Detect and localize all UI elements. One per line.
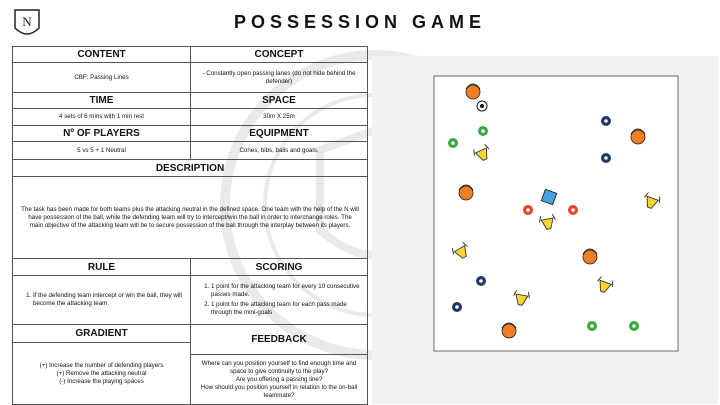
red-cone [568, 205, 578, 215]
gradient-value: (+) Increase the number of defending pla… [13, 343, 190, 404]
feedback-line: How should you position yourself in rela… [200, 383, 358, 399]
mini-goal [513, 289, 530, 306]
orange-player [630, 128, 646, 145]
description-header: DESCRIPTION [13, 160, 367, 177]
rule-value: If the defending team intercept or win t… [13, 276, 190, 324]
scoring-item: 1 point for the attacking team for each … [211, 301, 361, 317]
scoring-header: SCORING [191, 259, 367, 276]
orange-player [582, 248, 598, 265]
scoring-item: 1 point for the attacking team for every… [211, 283, 361, 299]
feedback-line: Are you offering a passing line? [235, 375, 323, 383]
orange-player [458, 184, 474, 201]
mini-goal [644, 192, 661, 209]
feedback-header: FEEDBACK [191, 325, 367, 355]
time-header: TIME [13, 93, 190, 109]
navy-player [601, 116, 611, 126]
mini-goal [539, 213, 556, 230]
red-cone [523, 205, 533, 215]
feedback-value: Where can you position yourself to find … [191, 355, 367, 404]
orange-player [501, 322, 517, 339]
content-header: CONTENT [13, 47, 190, 63]
gradient-line: (+) Increase the number of defending pla… [39, 361, 164, 369]
column-divider [190, 259, 191, 404]
divider [13, 258, 367, 259]
green-cone [478, 126, 488, 136]
column-divider [190, 47, 191, 159]
neutral-player [540, 188, 558, 206]
orange-player [465, 83, 481, 100]
space-header: SPACE [191, 93, 367, 109]
green-cone [448, 138, 458, 148]
description-value: The task has been made for both teams pl… [21, 205, 359, 229]
mini-goal [451, 241, 468, 259]
gradient-header: GRADIENT [13, 325, 190, 343]
ball-icon [476, 100, 488, 112]
mini-goal [597, 276, 614, 293]
rule-header: RULE [13, 259, 190, 276]
equipment-value: Cones, bibs, balls and goals. [239, 146, 319, 154]
players-value: 5 vs 5 + 1 Neutral [77, 146, 126, 154]
playing-area [433, 75, 679, 352]
navy-player [601, 153, 611, 163]
feedback-line: Where can you position yourself to find … [201, 359, 357, 375]
pitch-diagram [372, 56, 718, 404]
concept-header: CONCEPT [191, 47, 367, 63]
equipment-header: EQUIPMENT [191, 126, 367, 142]
players-header: Nº OF PLAYERS [13, 126, 190, 142]
logo-monogram: N [22, 14, 32, 29]
navy-player [452, 302, 462, 312]
green-cone [587, 321, 597, 331]
session-sheet: CONTENT CONCEPT CBF: Passing Lines - Con… [12, 46, 368, 405]
concept-value: - Constantly open passing lanes (do not … [202, 69, 356, 85]
space-value: 30m X 25m [263, 113, 295, 120]
mini-goal [473, 143, 490, 161]
scoring-value: 1 point for the attacking team for every… [191, 276, 367, 324]
gradient-line: (-) Increase the playing spaces [59, 377, 144, 385]
rule-item: If the defending team intercept or win t… [33, 292, 184, 308]
gradient-line: (+) Remove the attacking neutral [56, 369, 147, 377]
content-value: CBF: Passing Lines [74, 73, 129, 81]
time-value: 4 sets of 6 mins with 1 min rest [59, 113, 144, 120]
page-title: POSSESSION GAME [233, 12, 487, 32]
club-logo: N [14, 9, 40, 35]
green-cone [629, 321, 639, 331]
divider [13, 159, 367, 160]
navy-player [476, 276, 486, 286]
